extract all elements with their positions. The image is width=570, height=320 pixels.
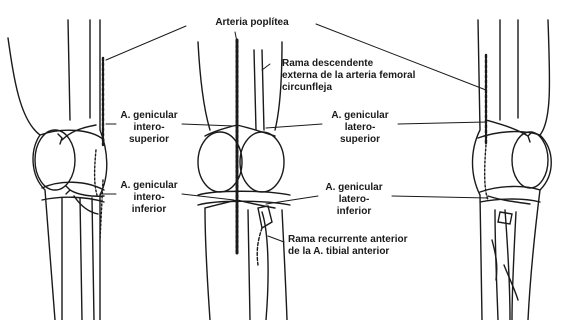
label-genicular-latero-inferior-line3: inferior [316, 207, 392, 217]
label-genicular-latero-superior-line1: A. genicular [322, 111, 398, 121]
right-knee-drawing [473, 20, 552, 320]
label-genicular-latero-superior-line3: superior [322, 135, 398, 145]
left-knee-drawing [8, 20, 107, 320]
label-genicular-intero-inferior-line2: intero- [112, 193, 186, 203]
label-genicular-latero-inferior-line1: A. genicular [316, 183, 392, 193]
label-rama-descendente-line1: Rama descendente [282, 59, 373, 69]
label-genicular-intero-inferior-line1: A. genicular [112, 181, 186, 191]
label-genicular-latero-inferior-line2: latero- [316, 195, 392, 205]
center-knee-drawing [198, 40, 290, 320]
label-rama-recurrente-line1: Rama recurrente anterior [288, 235, 408, 245]
label-genicular-latero-superior-line2: latero- [322, 123, 398, 133]
label-rama-descendente-line2: externa de la arteria femoral [282, 71, 415, 81]
label-genicular-intero-superior-line1: A. genicular [112, 111, 186, 121]
label-genicular-intero-inferior-line3: inferior [112, 205, 186, 215]
label-arteria-poplitea: Arteria poplítea [188, 18, 316, 28]
label-genicular-intero-superior-line2: intero- [112, 123, 186, 133]
label-rama-descendente-line3: circunfleja [282, 83, 332, 93]
label-rama-recurrente-line2: de la A. tibial anterior [288, 247, 389, 257]
label-genicular-intero-superior-line3: superior [112, 135, 186, 145]
